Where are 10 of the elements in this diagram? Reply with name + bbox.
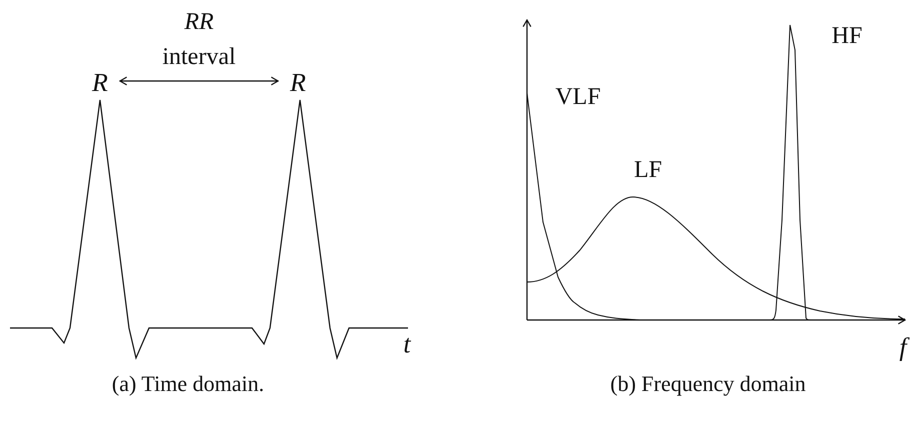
axis-label: t: [403, 330, 411, 360]
axis-label: f: [899, 334, 907, 362]
band-label: VLF: [555, 84, 601, 110]
peak-label: R: [86, 68, 114, 98]
band-label: LF: [634, 156, 662, 184]
caption: (b) Frequency domain: [610, 372, 806, 396]
caption: (a) Time domain.: [112, 372, 264, 396]
double-arrow: [119, 76, 279, 86]
peak-label: R: [284, 68, 312, 98]
band-label: HF: [832, 22, 862, 50]
